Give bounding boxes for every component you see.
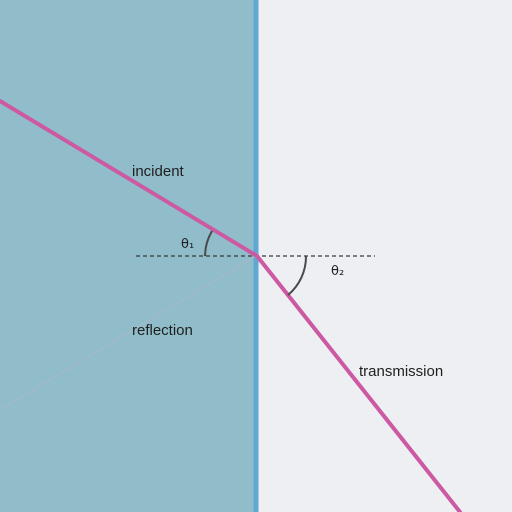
incident-ray <box>0 99 259 258</box>
reflection-label: reflection <box>132 322 193 339</box>
transmission-ray <box>255 254 462 512</box>
transmission-label: transmission <box>359 363 443 380</box>
theta2-label: θ₂ <box>331 264 344 279</box>
right-medium <box>256 0 512 512</box>
theta1-arc <box>204 230 213 257</box>
theta1-label: θ₁ <box>181 237 194 252</box>
incident-label: incident <box>132 163 185 180</box>
theta2-arc <box>287 255 308 296</box>
reflection-ray <box>0 255 257 411</box>
left-medium <box>0 0 256 512</box>
